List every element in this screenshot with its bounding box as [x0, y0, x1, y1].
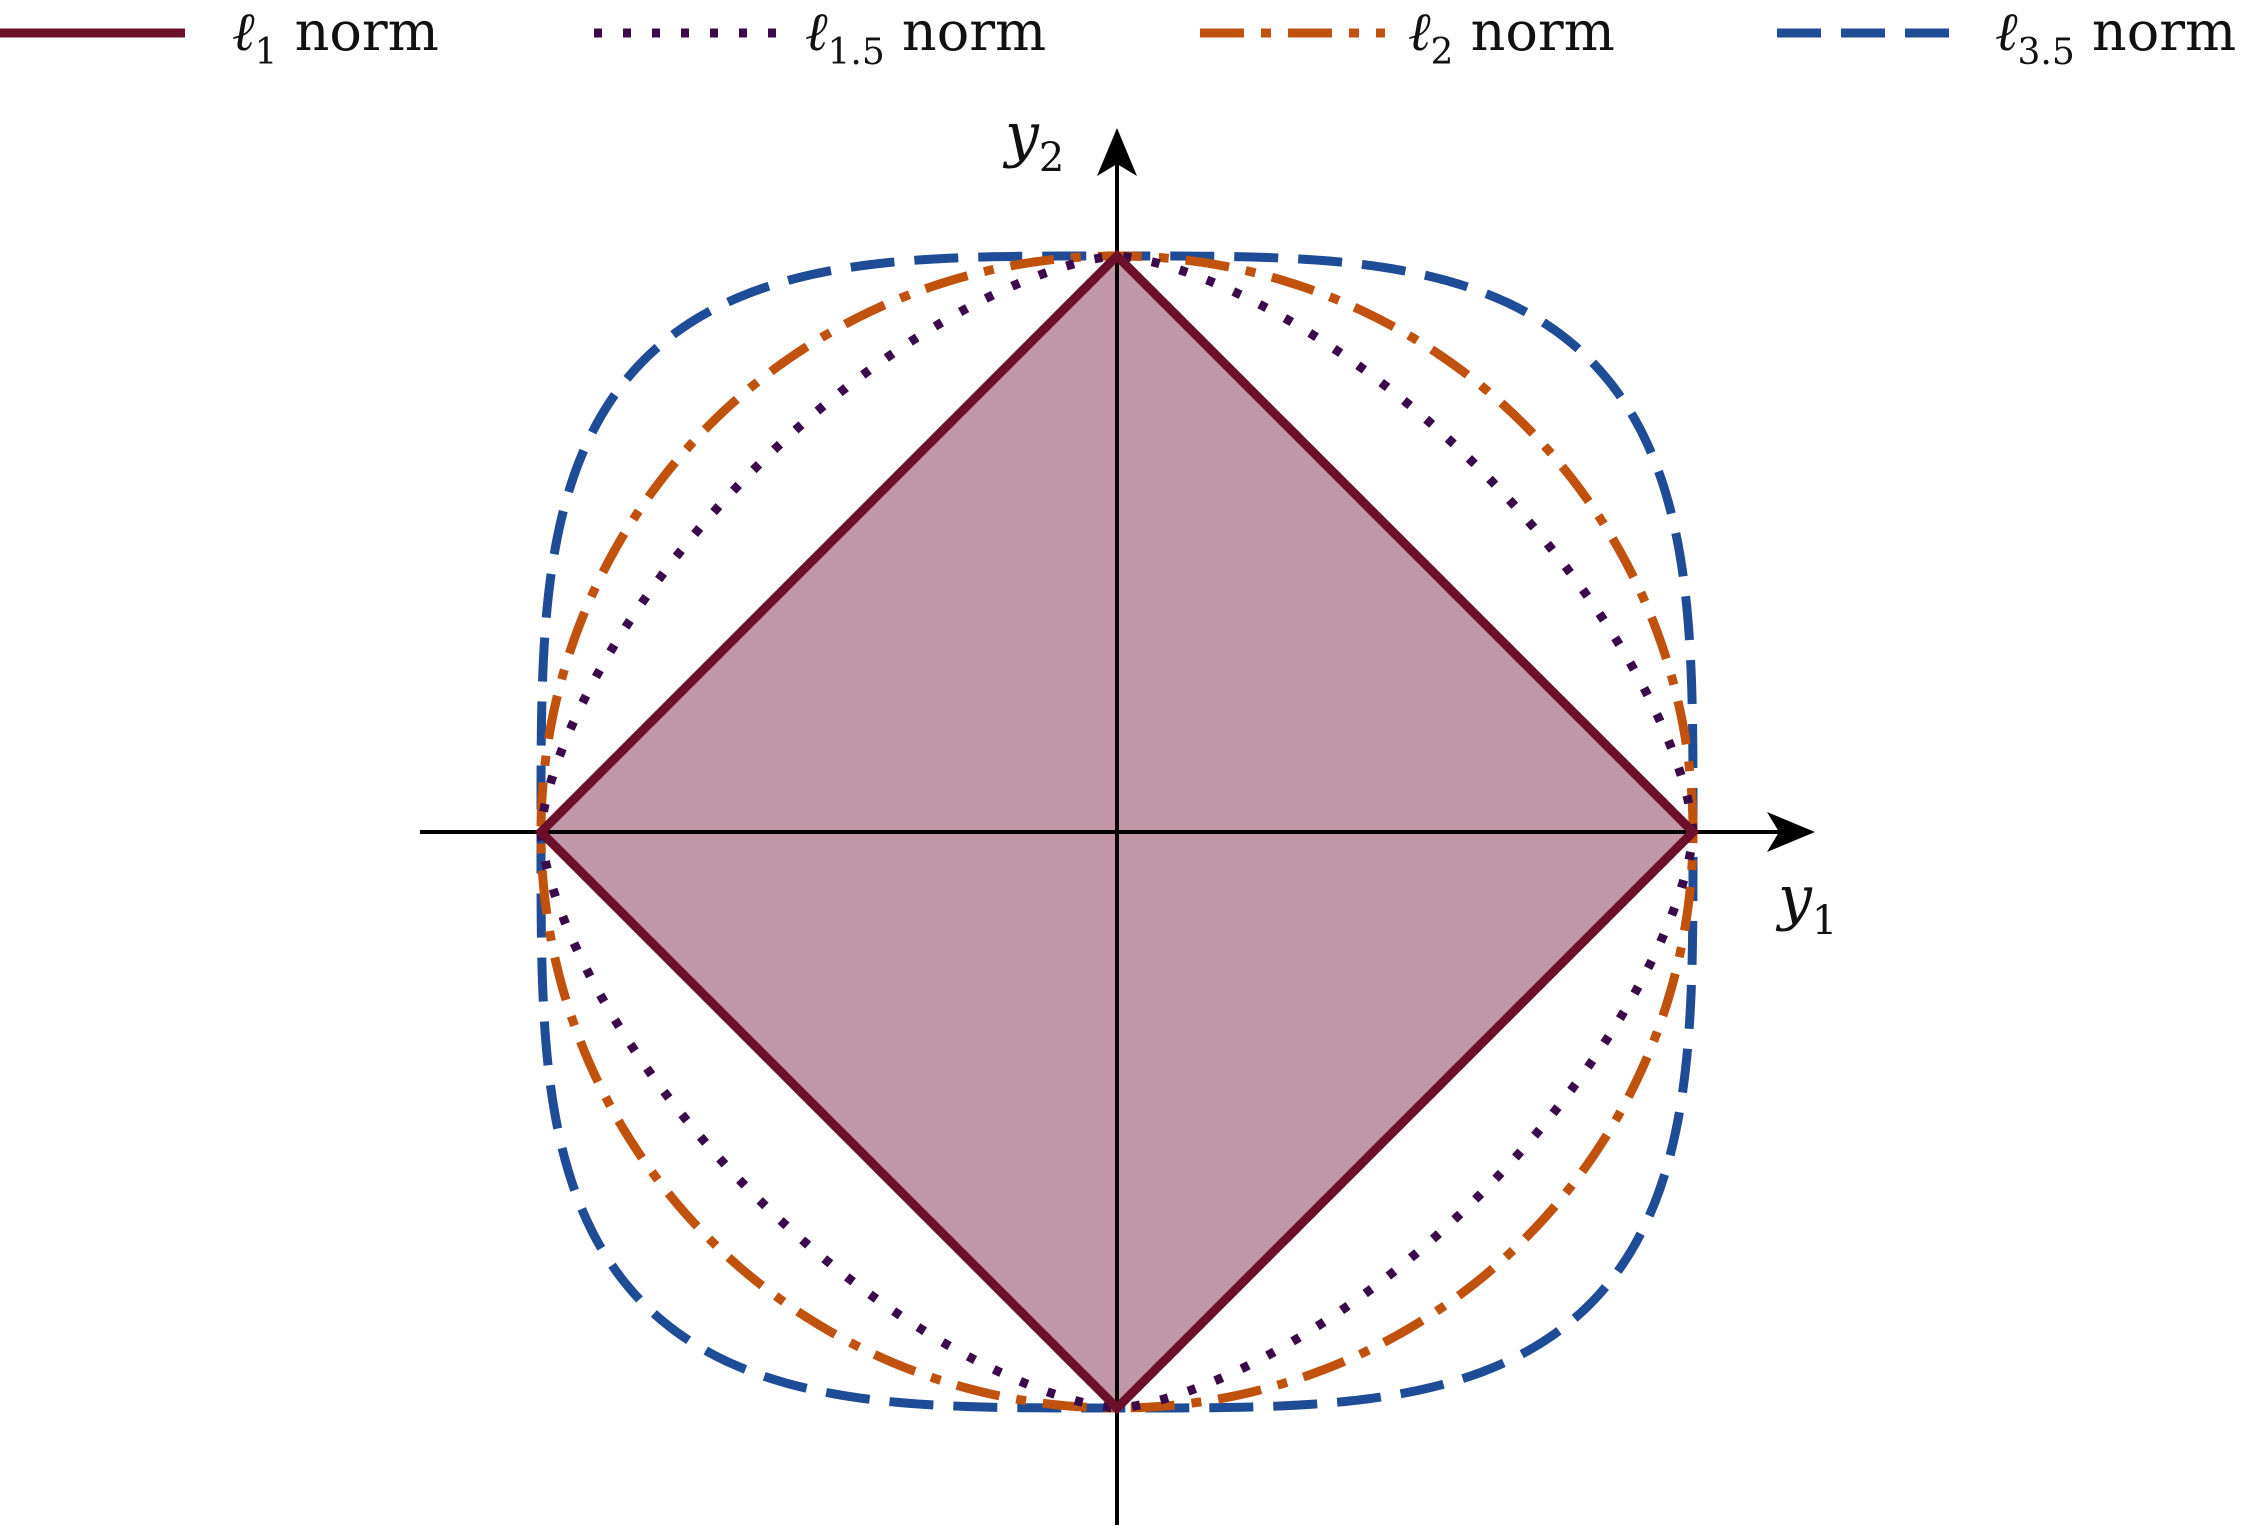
- legend-entry-1: ℓ1 norm: [0, 0, 439, 73]
- plot-area: [420, 128, 1815, 1525]
- y-axis-label: y2: [1002, 100, 1064, 181]
- legend-label-2: ℓ1.5 norm: [805, 0, 1046, 73]
- legend-entry-4: ℓ3.5 norm: [1777, 0, 2236, 73]
- series-curve-p1-5: [536, 251, 1698, 1413]
- legend-label-1: ℓ1 norm: [232, 0, 439, 73]
- legend-entry-3: ℓ2 norm: [1200, 0, 1615, 73]
- y-axis-arrowhead: [1097, 128, 1137, 176]
- legend-label-4: ℓ3.5 norm: [1995, 0, 2236, 73]
- legend-label-3: ℓ2 norm: [1408, 0, 1615, 73]
- series-curve-p2: [536, 251, 1698, 1413]
- series-curve-p1: [534, 249, 1700, 1415]
- x-axis-label: y1: [1775, 863, 1837, 944]
- legend: ℓ1 norm ℓ1.5 norm ℓ2 norm ℓ3.5 norm: [0, 0, 2236, 73]
- x-axis-arrowhead: [1767, 812, 1815, 852]
- axes: [420, 128, 1815, 1525]
- series-curves: [534, 249, 1700, 1415]
- legend-entry-2: ℓ1.5 norm: [594, 0, 1046, 73]
